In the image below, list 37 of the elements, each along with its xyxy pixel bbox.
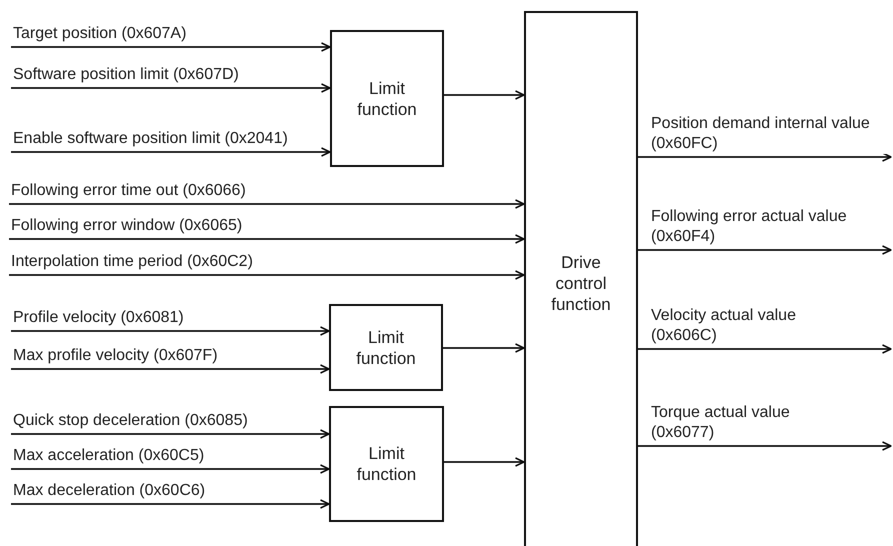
arrow (11, 147, 331, 157)
signal-label: Max profile velocity (0x607F) (13, 346, 218, 366)
block-label: Limit function (355, 326, 417, 368)
arrow (11, 326, 330, 336)
signal-label: Following error window (0x6065) (11, 216, 242, 236)
arrow (444, 90, 525, 100)
arrow (11, 364, 330, 374)
signal-label: Target position (0x607A) (13, 24, 186, 44)
arrow (11, 83, 331, 93)
function-block (329, 406, 444, 522)
drive-block (524, 11, 638, 546)
signal-label: Following error time out (0x6066) (11, 181, 246, 201)
arrow (9, 199, 525, 209)
signal-label: Interpolation time period (0x60C2) (11, 252, 253, 272)
block-label: Drive control function (550, 252, 612, 315)
arrow (11, 499, 330, 509)
signal-label: Enable software position limit (0x2041) (13, 129, 288, 149)
signal-label: Profile velocity (0x6081) (13, 308, 184, 328)
block-label: Limit function (356, 78, 418, 120)
arrow (638, 441, 892, 451)
function-block (330, 30, 444, 167)
arrow (638, 344, 892, 354)
arrow (638, 152, 892, 162)
arrow (638, 245, 892, 255)
arrow (9, 270, 525, 280)
arrow (9, 234, 525, 244)
function-block (329, 304, 443, 391)
arrow (444, 457, 525, 467)
signal-label: Max deceleration (0x60C6) (13, 481, 206, 501)
arrow (443, 343, 525, 353)
signal-label: Software position limit (0x607D) (13, 65, 239, 85)
arrow (11, 429, 330, 439)
block-label: Limit function (356, 443, 418, 485)
arrow (11, 464, 330, 474)
signal-label: Max acceleration (0x60C5) (13, 446, 204, 466)
arrow (11, 42, 331, 52)
signal-label: Quick stop deceleration (0x6085) (13, 411, 248, 431)
